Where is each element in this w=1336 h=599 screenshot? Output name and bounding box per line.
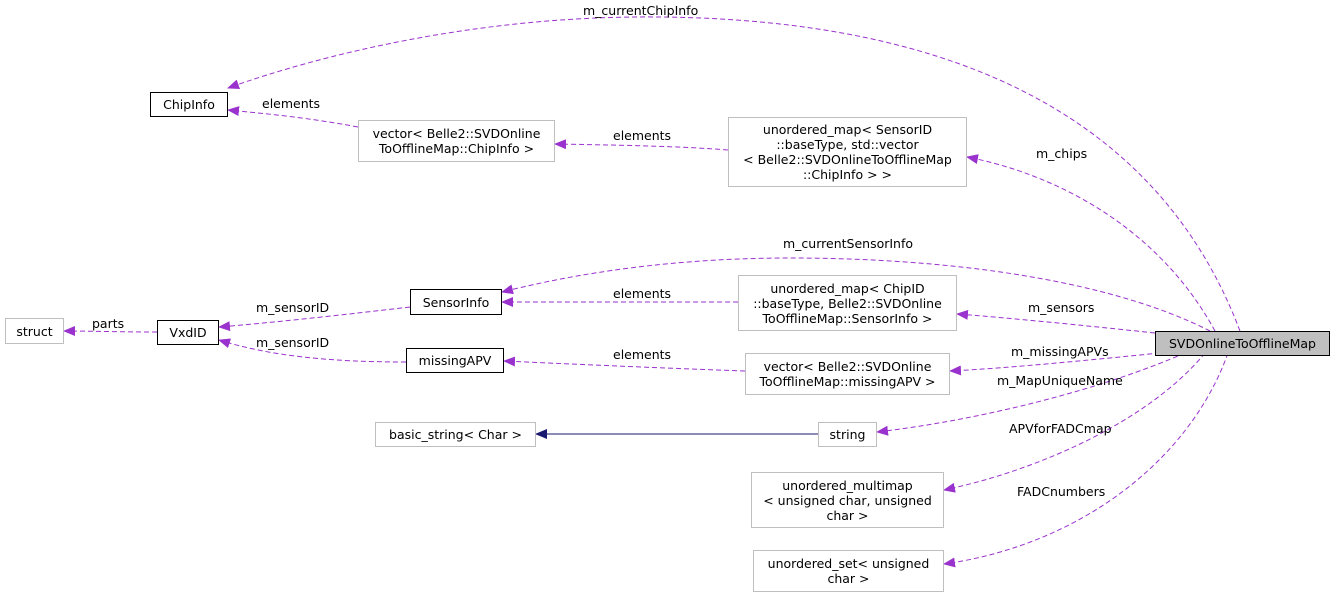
basic-string-node[interactable]: basic_string< Char > [375, 422, 536, 447]
edge-m-currentsensorinfo [501, 257, 1211, 332]
label-parts: parts [92, 316, 125, 331]
struct-label: struct [16, 323, 53, 339]
vector-missingapv-label-2: ToOfflineMap::missingAPV > [759, 374, 936, 389]
label-m-sensorid-2: m_sensorID [256, 335, 330, 350]
label-elements-vec-chip: elements [613, 128, 672, 143]
umap-chips-label-3: < Belle2::SVDOnlineToOfflineMap [743, 152, 952, 167]
edge-m-mapuniquename [876, 352, 1186, 436]
vector-missingapv-node[interactable]: vector< Belle2::SVDOnline ToOfflineMap::… [745, 353, 950, 395]
edge-m-sensors [956, 309, 1156, 334]
label-m-chips: m_chips [1036, 146, 1088, 161]
multimap-label-1: unordered_multimap [782, 477, 913, 493]
string-label: string [829, 427, 866, 442]
umap-chips-label-4: ::ChipInfo > > [802, 167, 893, 182]
multimap-label-2: < unsigned char, unsigned [763, 492, 932, 508]
umap-sensors-label-1: unordered_map< ChipID [770, 280, 925, 296]
edge-m-currentchipinfo [227, 16, 1241, 332]
basic-string-label: basic_string< Char > [389, 427, 522, 442]
missingapv-label: missingAPV [418, 353, 492, 368]
umap-sensors-label-3: ToOfflineMap::SensorInfo > [762, 310, 933, 326]
uset-label-1: unordered_set< unsigned [767, 556, 930, 571]
edge-m-missingapvs [949, 352, 1161, 376]
label-elements-chipinfo: elements [262, 96, 321, 111]
label-elements-sensor: elements [613, 286, 672, 301]
label-fadcnumbers: FADCnumbers [1017, 484, 1106, 499]
unordered-multimap-node[interactable]: unordered_multimap < unsigned char, unsi… [751, 472, 944, 528]
uset-label-2: char > [827, 571, 870, 586]
chipinfo-node[interactable]: ChipInfo [150, 92, 228, 117]
string-node[interactable]: string [818, 422, 877, 447]
umap-chips-label-1: unordered_map< SensorID [762, 122, 933, 137]
vector-chipinfo-node[interactable]: vector< Belle2::SVDOnline ToOfflineMap::… [358, 120, 555, 162]
vector-chipinfo-label-1: vector< Belle2::SVDOnline [372, 126, 541, 141]
label-m-sensors: m_sensors [1028, 300, 1095, 315]
edge-parts [63, 326, 158, 337]
edge-m-sensorid-2 [218, 338, 407, 363]
label-m-currentsensorinfo: m_currentSensorInfo [783, 236, 914, 251]
label-apvforfadcmap: APVforFADCmap [1009, 421, 1112, 436]
unordered-map-chips-node[interactable]: unordered_map< SensorID ::baseType, std:… [728, 117, 967, 187]
umap-sensors-label-2: ::baseType, Belle2::SVDOnline [753, 295, 942, 311]
vector-missingapv-label-1: vector< Belle2::SVDOnline [763, 359, 932, 374]
vector-chipinfo-label-2: ToOfflineMap::ChipInfo > [378, 141, 535, 156]
label-m-missingapvs: m_missingAPVs [1011, 344, 1109, 359]
edge-elements-chipinfo [227, 106, 359, 128]
main-node-label: SVDOnlineToOfflineMap [1169, 336, 1316, 351]
edge-elements-missing [503, 356, 746, 372]
unordered-map-sensors-node[interactable]: unordered_map< ChipID ::baseType, Belle2… [738, 275, 957, 331]
label-m-sensorid-1: m_sensorID [256, 300, 330, 315]
edge-m-chips [966, 154, 1216, 332]
chipinfo-label: ChipInfo [163, 97, 215, 112]
umap-chips-label-2: ::baseType, std::vector [776, 137, 919, 152]
struct-node[interactable]: struct [5, 318, 64, 344]
edge-fadcnumbers [943, 352, 1229, 568]
edge-m-sensorid-1 [218, 306, 411, 332]
vxdid-label: VxdID [169, 325, 207, 340]
unordered-set-node[interactable]: unordered_set< unsigned char > [753, 550, 944, 592]
label-m-mapuniquename: m_MapUniqueName [997, 373, 1123, 388]
vxdid-node[interactable]: VxdID [157, 320, 219, 345]
svdonlinetoofflinemap-node[interactable]: SVDOnlineToOfflineMap [1155, 331, 1330, 356]
label-elements-missing: elements [613, 347, 672, 362]
missingapv-node[interactable]: missingAPV [406, 348, 504, 373]
sensorinfo-label: SensorInfo [422, 294, 490, 310]
edge-apvforfadcmap [943, 352, 1206, 493]
sensorinfo-node[interactable]: SensorInfo [410, 289, 502, 315]
multimap-label-3: char > [826, 507, 869, 523]
edge-elements-vec-chip [554, 139, 729, 151]
label-m-currentchipinfo: m_currentChipInfo [583, 3, 699, 18]
